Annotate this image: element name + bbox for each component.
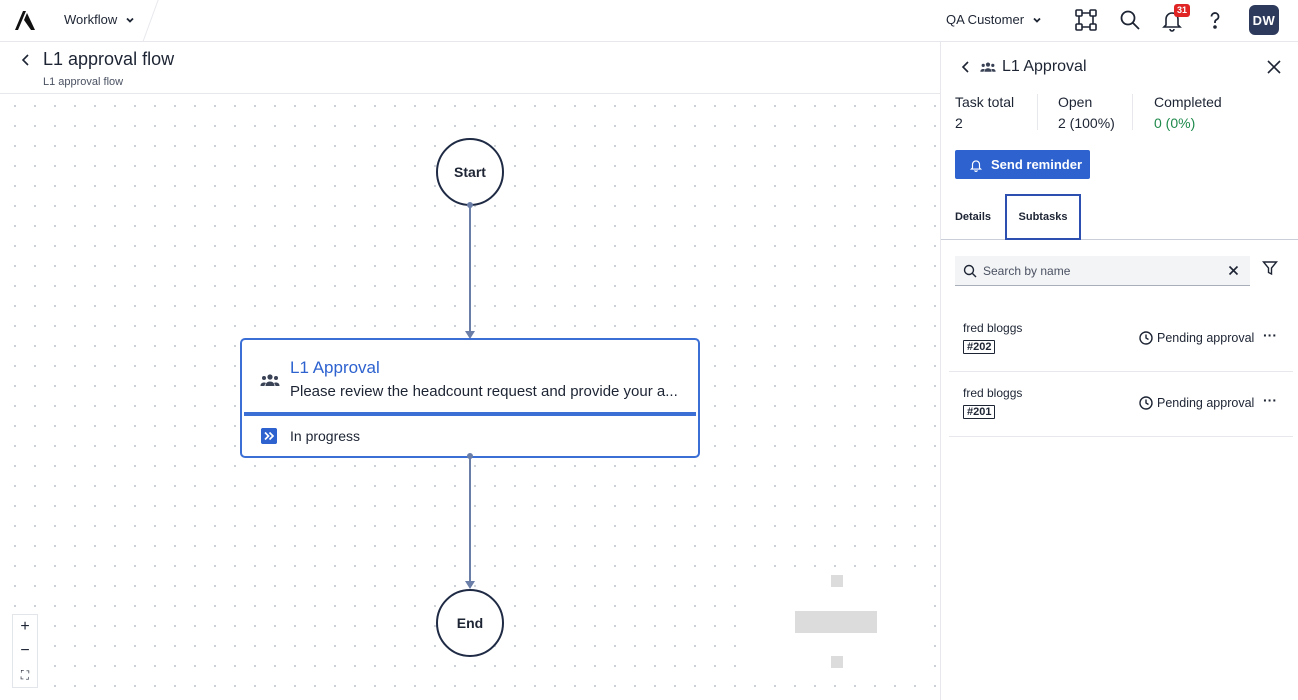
- task-title: L1 Approval: [290, 358, 380, 377]
- send-reminder-button[interactable]: Send reminder: [955, 150, 1090, 179]
- more-options-icon[interactable]: ···: [1263, 327, 1277, 343]
- clear-icon[interactable]: [1227, 264, 1240, 277]
- tab-details[interactable]: Details: [954, 211, 992, 223]
- avatar[interactable]: DW: [1249, 5, 1279, 35]
- top-bar: Workflow QA Customer 31 DW: [0, 0, 1298, 42]
- panel-title: L1 Approval: [1002, 58, 1087, 75]
- subtask-assignee: fred bloggs: [963, 321, 1023, 335]
- subtask-status: Pending approval: [1157, 331, 1255, 345]
- minimap-start-node: [831, 575, 843, 587]
- zoom-controls: + − ⛶: [12, 614, 38, 688]
- back-arrow-icon[interactable]: [18, 52, 34, 68]
- stat-value: 2: [955, 115, 963, 131]
- start-node[interactable]: Start: [436, 138, 504, 206]
- page-title: L1 approval flow: [43, 49, 175, 69]
- subtask-status: Pending approval: [1157, 396, 1255, 410]
- bell-icon: [969, 159, 983, 172]
- connector-dot: [467, 453, 473, 459]
- panel-tabs: Details Subtasks: [941, 194, 1298, 240]
- app-logo-icon[interactable]: [13, 9, 37, 31]
- help-icon[interactable]: [1203, 8, 1227, 32]
- subtask-search: [955, 256, 1250, 286]
- arrow-head: [465, 331, 475, 339]
- page-subtitle: L1 approval flow: [43, 76, 124, 88]
- subtask-row[interactable]: fred bloggs #201 Pending approval ···: [949, 372, 1293, 437]
- edge-task-to-end: [469, 457, 471, 583]
- search-icon[interactable]: [1118, 8, 1142, 32]
- arrow-head: [465, 581, 475, 589]
- team-icon: [260, 374, 280, 386]
- stat-value: 2 (100%): [1058, 115, 1115, 131]
- divider: [142, 0, 159, 42]
- search-icon: [963, 264, 977, 278]
- stat-label: Task total: [955, 94, 1015, 110]
- subtask-number: #202: [963, 340, 996, 354]
- subtask-row[interactable]: fred bloggs #202 Pending approval ···: [949, 307, 1293, 372]
- task-detail-panel: L1 Approval Task total 2 Open 2 (100%) C…: [940, 42, 1298, 700]
- subtask-number: #201: [963, 405, 996, 419]
- in-progress-icon: [261, 428, 277, 444]
- tab-subtasks[interactable]: Subtasks: [1005, 194, 1081, 240]
- search-input[interactable]: [983, 261, 1223, 281]
- stat-label: Completed: [1154, 94, 1222, 110]
- minimap-end-node: [831, 656, 843, 668]
- module-label: Workflow: [64, 12, 118, 27]
- back-arrow-icon[interactable]: [959, 59, 973, 75]
- task-description: Please review the headcount request and …: [290, 383, 678, 400]
- subtask-assignee: fred bloggs: [963, 386, 1023, 400]
- divider: [1037, 94, 1038, 130]
- zoom-out-button[interactable]: −: [20, 642, 30, 659]
- minimap-task-node: [795, 611, 877, 633]
- filter-icon[interactable]: [1262, 260, 1278, 276]
- minimap[interactable]: [752, 567, 920, 677]
- end-node-label: End: [456, 615, 484, 631]
- start-node-label: Start: [454, 164, 486, 180]
- more-options-icon[interactable]: ···: [1263, 392, 1277, 408]
- clock-icon: [1139, 396, 1153, 410]
- workflow-graph-icon[interactable]: [1074, 8, 1098, 32]
- end-node[interactable]: End: [436, 589, 504, 657]
- stat-value: 0 (0%): [1154, 115, 1196, 131]
- connector-dot: [467, 202, 473, 208]
- send-reminder-label: Send reminder: [991, 157, 1083, 172]
- close-icon[interactable]: [1265, 58, 1283, 76]
- workflow-canvas[interactable]: Start L1 Approval Please review the head…: [0, 94, 940, 700]
- stat-open: Open 2 (100%): [1058, 94, 1115, 131]
- task-status: In progress: [290, 428, 361, 444]
- divider: [1132, 94, 1133, 130]
- team-icon: [980, 62, 996, 72]
- task-node-l1-approval[interactable]: L1 Approval Please review the headcount …: [240, 338, 700, 458]
- clock-icon: [1139, 331, 1153, 345]
- notification-badge: 31: [1174, 4, 1191, 17]
- stat-task-total: Task total 2: [955, 94, 1014, 131]
- chevron-down-icon: [1033, 17, 1041, 23]
- tenant-label: QA Customer: [946, 12, 1025, 27]
- chevron-down-icon: [126, 17, 134, 23]
- tenant-switcher[interactable]: QA Customer: [946, 12, 1042, 27]
- stat-completed: Completed 0 (0%): [1154, 94, 1222, 131]
- module-switcher[interactable]: Workflow: [64, 12, 135, 27]
- page-header: L1 approval flow L1 approval flow: [0, 42, 940, 94]
- zoom-in-button[interactable]: +: [20, 618, 30, 635]
- fit-view-button[interactable]: ⛶: [20, 667, 30, 682]
- stat-label: Open: [1058, 94, 1093, 110]
- edge-start-to-task: [469, 206, 471, 332]
- task-progress-bar: [244, 412, 696, 416]
